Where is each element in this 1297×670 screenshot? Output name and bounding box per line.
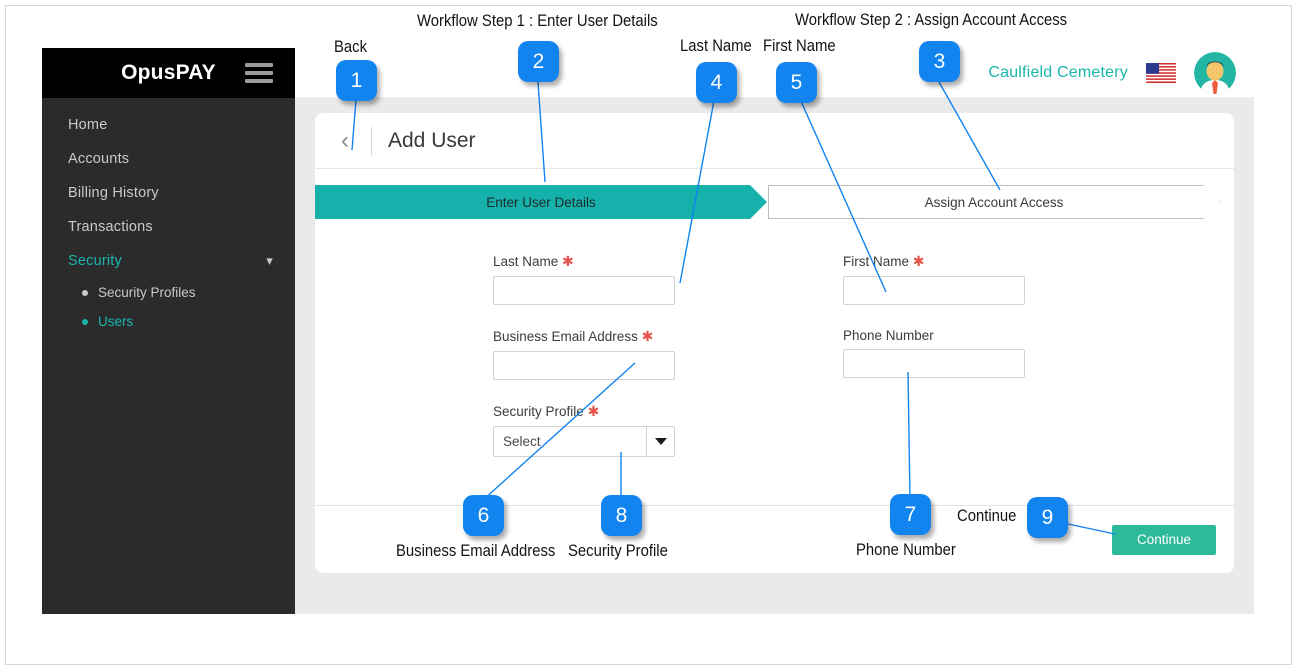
sidebar-item-label: Transactions	[68, 219, 153, 235]
wizard-steps: Enter User Details Assign Account Access	[315, 185, 1234, 219]
chevron-down-icon	[654, 438, 667, 445]
field-first-name: First Name ✱	[667, 253, 1025, 305]
sidebar-item-label: Security	[68, 253, 122, 269]
required-asterisk: ✱	[641, 328, 654, 344]
required-asterisk: ✱	[562, 253, 574, 269]
sidebar-item-home[interactable]: Home	[42, 108, 295, 142]
sidebar-item-billing-history[interactable]: Billing History	[42, 176, 295, 210]
card-footer: Continue	[315, 505, 1234, 573]
step-enter-user-details[interactable]: Enter User Details	[315, 185, 767, 219]
phone-number-input[interactable]	[843, 349, 1025, 378]
organization-name: Caulfield Cemetery	[988, 63, 1128, 81]
sidebar-item-security-profiles[interactable]: Security Profiles	[42, 278, 295, 307]
user-details-form: Last Name ✱ First Name ✱	[315, 219, 1234, 497]
form-row-contact: Business Email Address ✱ Phone Number	[315, 328, 1234, 380]
user-avatar-icon[interactable]	[1194, 51, 1236, 94]
security-profile-select[interactable]: Select	[493, 426, 675, 457]
sidebar-subitem-label: Security Profiles	[98, 285, 196, 300]
bullet-icon	[82, 289, 88, 296]
sidebar: OpusPAY Home Accounts Billing History Tr…	[42, 48, 295, 614]
continue-button[interactable]: Continue	[1112, 524, 1216, 555]
hamburger-icon[interactable]	[245, 63, 273, 83]
us-flag-icon[interactable]	[1146, 62, 1176, 83]
security-profile-dropdown-button[interactable]	[646, 427, 674, 456]
annotation-badge-7[interactable]: 7	[890, 494, 931, 535]
header-divider	[371, 126, 372, 155]
annotation-badge-3[interactable]: 3	[919, 41, 960, 82]
annotation-badge-6[interactable]: 6	[463, 495, 504, 536]
sidebar-item-transactions[interactable]: Transactions	[42, 210, 295, 244]
annotation-badge-4[interactable]: 4	[696, 62, 737, 103]
form-row-names: Last Name ✱ First Name ✱	[315, 253, 1234, 305]
sidebar-item-label: Billing History	[68, 185, 159, 201]
chevron-down-icon: ▾	[266, 253, 273, 268]
business-email-label: Business Email Address ✱	[493, 328, 654, 344]
field-phone-number: Phone Number	[667, 328, 1025, 380]
annotation-badge-9[interactable]: 9	[1027, 497, 1068, 538]
add-user-card: ‹ Add User Enter User Details Assign Acc…	[315, 113, 1234, 573]
field-business-email: Business Email Address ✱	[315, 328, 675, 380]
last-name-input[interactable]	[493, 276, 675, 305]
form-row-security-profile: Security Profile ✱ Select	[315, 403, 1234, 457]
annotation-badge-1[interactable]: 1	[336, 60, 377, 101]
sidebar-item-label: Home	[68, 117, 108, 133]
page-title: Add User	[388, 128, 476, 152]
annotation-badge-2[interactable]: 2	[518, 41, 559, 82]
sidebar-logo-area: OpusPAY	[42, 48, 295, 98]
first-name-label: First Name ✱	[843, 253, 925, 269]
first-name-input[interactable]	[843, 276, 1025, 305]
annotation-badge-8[interactable]: 8	[601, 495, 642, 536]
field-last-name: Last Name ✱	[315, 253, 675, 305]
bullet-icon	[82, 318, 88, 325]
sidebar-item-users[interactable]: Users	[42, 307, 295, 336]
sidebar-item-security[interactable]: Security ▾	[42, 244, 295, 278]
card-header: ‹ Add User	[315, 113, 1234, 169]
sidebar-nav: Home Accounts Billing History Transactio…	[42, 98, 295, 336]
security-profile-selected-value: Select	[503, 434, 541, 449]
application-window: OpusPAY Home Accounts Billing History Tr…	[42, 48, 1254, 614]
step-label: Assign Account Access	[924, 194, 1064, 210]
sidebar-item-accounts[interactable]: Accounts	[42, 142, 295, 176]
app-logo-text: OpusPAY	[121, 61, 216, 84]
sidebar-subitem-label: Users	[98, 314, 134, 329]
content-area: ‹ Add User Enter User Details Assign Acc…	[295, 98, 1254, 614]
required-asterisk: ✱	[587, 403, 600, 419]
sidebar-item-label: Accounts	[68, 151, 130, 167]
step-assign-account-access[interactable]: Assign Account Access	[768, 185, 1220, 219]
required-asterisk: ✱	[912, 253, 925, 269]
annotation-badge-5[interactable]: 5	[776, 62, 817, 103]
security-profile-label: Security Profile ✱	[493, 403, 600, 419]
top-bar: Caulfield Cemetery	[295, 48, 1254, 98]
last-name-label: Last Name ✱	[493, 253, 574, 269]
business-email-input[interactable]	[493, 351, 675, 380]
field-security-profile: Security Profile ✱ Select	[315, 403, 675, 457]
back-chevron-icon[interactable]: ‹	[341, 126, 349, 154]
step-label: Enter User Details	[486, 194, 596, 210]
phone-number-label: Phone Number	[843, 328, 934, 343]
